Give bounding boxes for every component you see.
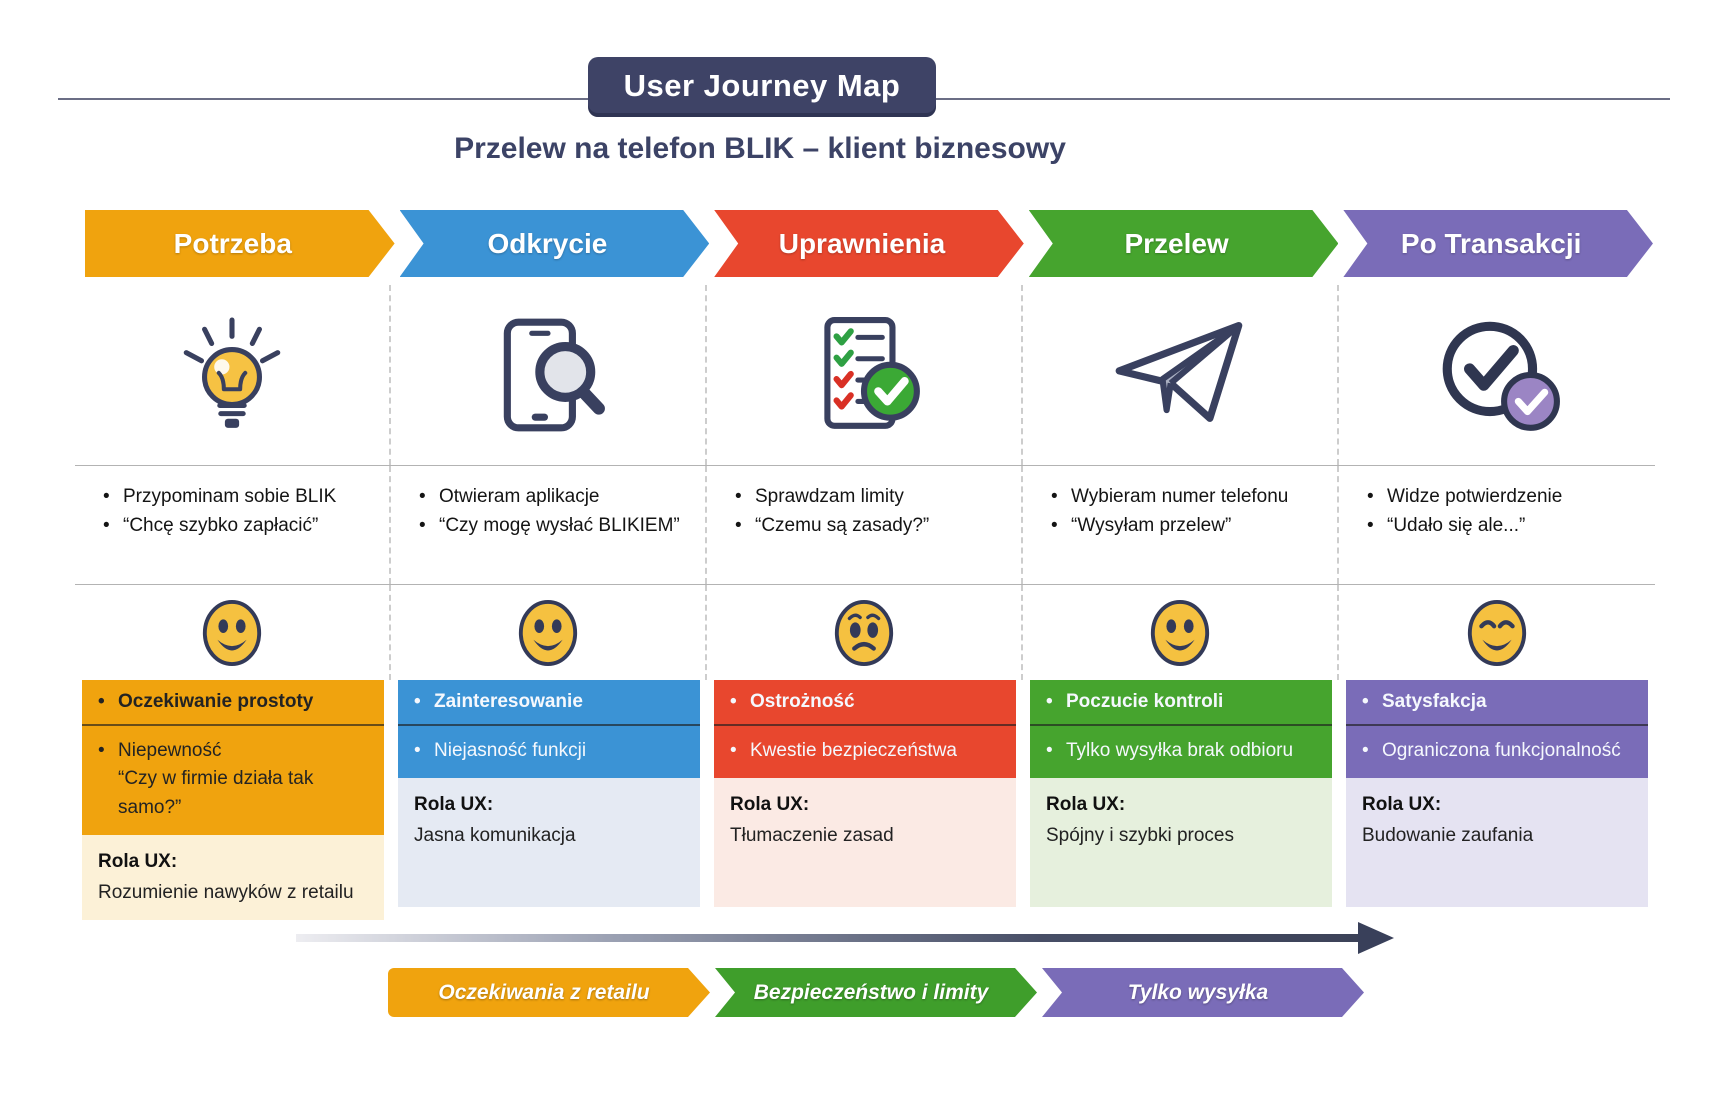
bullet: • xyxy=(98,691,105,712)
emotion-primary: •Ostrożność xyxy=(714,680,1016,726)
stage-chevron-row: Potrzeba Odkrycie Uprawnienia Przelew Po… xyxy=(85,210,1653,277)
action-text: “Czy mogę wysłać BLIKIEM” xyxy=(439,515,680,537)
emotion-secondary: •Niejasność funkcji xyxy=(398,726,700,779)
timeline-arrow-shaft xyxy=(296,934,1362,942)
bullet: • xyxy=(735,515,742,537)
actions-uprawnienia: • Sprawdzam limity • “Czemu są zasady?” xyxy=(707,466,1023,584)
bullet: • xyxy=(419,486,426,507)
ux-role-label: Rola UX: xyxy=(414,794,494,816)
ux-role-box: Rola UX: Tłumaczenie zasad xyxy=(714,778,1016,907)
emotion-faces-row xyxy=(75,585,1655,680)
emotion-primary: •Satysfakcja xyxy=(1346,680,1648,726)
icons-row xyxy=(75,285,1655,466)
action-text: Otwieram aplikacje xyxy=(439,486,600,507)
emotion-primary: •Zainteresowanie xyxy=(398,680,700,726)
action-text: “Wysyłam przelew” xyxy=(1071,515,1232,537)
timeline-arrowhead-icon xyxy=(1358,922,1394,954)
double-check-icon xyxy=(1339,285,1655,465)
worried-face-icon xyxy=(707,585,1023,680)
action-text: Wybieram numer telefonu xyxy=(1071,486,1289,507)
ux-role-label: Rola UX: xyxy=(1046,794,1126,816)
bullet: • xyxy=(1367,486,1374,507)
stage-chevron-uprawnienia: Uprawnienia xyxy=(714,210,1024,277)
action-text: “Udało się ale...” xyxy=(1387,515,1526,537)
bullet: • xyxy=(730,691,737,712)
bullet: • xyxy=(1362,740,1369,761)
stage-chevron-potrzeba: Potrzeba xyxy=(85,210,395,277)
action-text: Widze potwierdzenie xyxy=(1387,486,1563,507)
stage-chevron-po-transakcji: Po Transakcji xyxy=(1343,210,1653,277)
happy-face-icon xyxy=(391,585,707,680)
actions-potrzeba: • Przypominam sobie BLIK • “Chcę szybko za… xyxy=(75,466,391,584)
happy-face-icon xyxy=(75,585,391,680)
stage-chevron-odkrycie: Odkrycie xyxy=(400,210,710,277)
footer-chevron-security: Bezpieczeństwo i limity xyxy=(715,968,1037,1017)
bullet: • xyxy=(1046,740,1053,761)
ux-role-text: Rozumienie nawyków z retailu xyxy=(98,881,354,903)
action-text: “Czemu są zasady?” xyxy=(755,515,930,537)
emotion-box-przelew: •Poczucie kontroli •Tylko wysyłka brak o… xyxy=(1023,680,1339,907)
bullet: • xyxy=(730,740,737,761)
journey-table: • Przypominam sobie BLIK • “Chcę szybko za… xyxy=(75,285,1655,921)
ux-role-label: Rola UX: xyxy=(730,794,810,816)
checklist-icon xyxy=(707,285,1023,465)
bullet: • xyxy=(1367,515,1374,537)
lightbulb-icon xyxy=(75,285,391,465)
bullet: • xyxy=(1051,515,1058,537)
title-badge-wrap: User Journey Map xyxy=(0,57,1524,117)
emotion-box-uprawnienia: •Ostrożność •Kwestie bezpieczeństwa Rola… xyxy=(707,680,1023,907)
footer-chevron-row: Oczekiwania z retailu Bezpieczeństwo i l… xyxy=(388,968,1364,1017)
paper-plane-icon xyxy=(1023,285,1339,465)
emotion-secondary: •Niepewność “Czy w firmie działa tak sam… xyxy=(82,726,384,836)
action-text: Sprawdzam limity xyxy=(755,486,904,507)
ux-role-box: Rola UX: Rozumienie nawyków z retailu xyxy=(82,835,384,921)
ux-role-text: Tłumaczenie zasad xyxy=(730,824,894,846)
emotion-secondary: •Kwestie bezpieczeństwa xyxy=(714,726,1016,779)
stage-chevron-przelew: Przelew xyxy=(1029,210,1339,277)
bullet: • xyxy=(1362,691,1369,712)
bullet: • xyxy=(1046,691,1053,712)
ux-role-box: Rola UX: Budowanie zaufania xyxy=(1346,778,1648,907)
emotion-boxes-row: •Oczekiwanie prostoty •Niepewność “Czy w… xyxy=(75,680,1655,921)
action-text: Przypominam sobie BLIK xyxy=(123,486,337,507)
footer-chevron-send-only: Tylko wysyłka xyxy=(1042,968,1364,1017)
emotion-secondary: •Tylko wysyłka brak odbioru xyxy=(1030,726,1332,779)
page-subtitle: Przelew na telefon BLIK – klient bizneso… xyxy=(454,132,1066,165)
bullet: • xyxy=(103,515,110,537)
ux-role-text: Spójny i szybki proces xyxy=(1046,824,1234,846)
emotion-primary: •Oczekiwanie prostoty xyxy=(82,680,384,726)
bullet: • xyxy=(98,740,105,761)
actions-row: • Przypominam sobie BLIK • “Chcę szybko za… xyxy=(75,466,1655,585)
ux-role-box: Rola UX: Jasna komunikacja xyxy=(398,778,700,907)
bullet: • xyxy=(414,691,421,712)
bullet: • xyxy=(735,486,742,507)
delighted-face-icon xyxy=(1339,585,1655,680)
actions-odkrycie: • Otwieram aplikacje • “Czy mogę wysłać BL… xyxy=(391,466,707,584)
bullet: • xyxy=(414,740,421,761)
ux-role-text: Jasna komunikacja xyxy=(414,824,576,846)
bullet: • xyxy=(419,515,426,537)
ux-role-label: Rola UX: xyxy=(1362,794,1442,816)
actions-przelew: • Wybieram numer telefonu • “Wysyłam przel… xyxy=(1023,466,1339,584)
emotion-secondary: •Ograniczona funkcjonalność xyxy=(1346,726,1648,779)
emotion-box-po-transakcji: •Satysfakcja •Ograniczona funkcjonalność… xyxy=(1339,680,1655,907)
footer-chevron-retail: Oczekiwania z retailu xyxy=(388,968,710,1017)
page-title: User Journey Map xyxy=(587,57,937,117)
happy-face-icon xyxy=(1023,585,1339,680)
bullet: • xyxy=(103,486,110,507)
emotion-secondary-quote: “Czy w firmie działa tak samo?” xyxy=(118,768,314,818)
emotion-box-potrzeba: •Oczekiwanie prostoty •Niepewność “Czy w… xyxy=(75,680,391,921)
action-text: “Chcę szybko zapłacić” xyxy=(123,515,319,537)
actions-po-transakcji: • Widze potwierdzenie • “Udało się ale...” xyxy=(1339,466,1655,584)
ux-role-label: Rola UX: xyxy=(98,851,178,873)
emotion-primary: •Poczucie kontroli xyxy=(1030,680,1332,726)
ux-role-text: Budowanie zaufania xyxy=(1362,824,1534,846)
ux-role-box: Rola UX: Spójny i szybki proces xyxy=(1030,778,1332,907)
bullet: • xyxy=(1051,486,1058,507)
phone-search-icon xyxy=(391,285,707,465)
emotion-box-odkrycie: •Zainteresowanie •Niejasność funkcji Rol… xyxy=(391,680,707,907)
